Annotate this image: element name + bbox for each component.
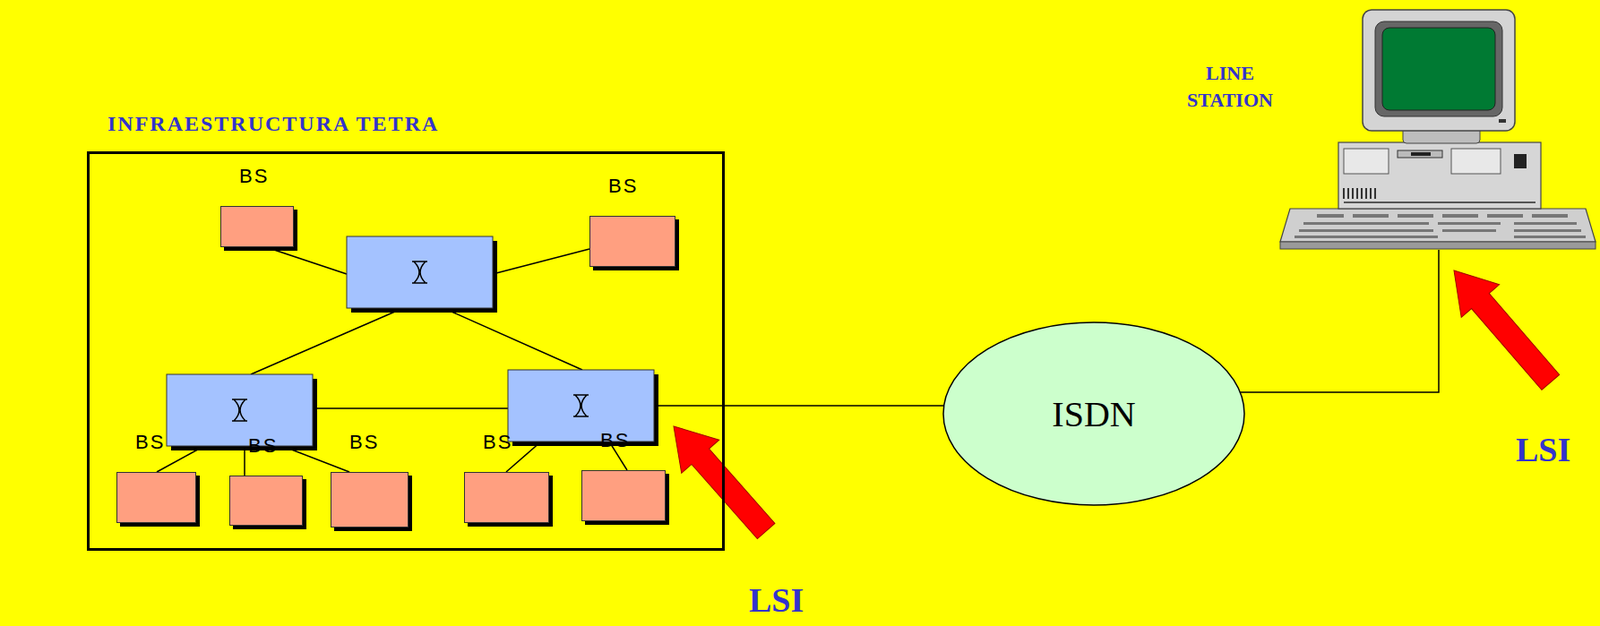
connector-line [724, 404, 945, 407]
interface-label: LSI [1515, 430, 1571, 470]
computer-icon [1280, 9, 1596, 250]
node-heading: INFRAESTRUCTURA TETRA [107, 111, 439, 137]
base-station-box: BS [589, 215, 676, 267]
ellipse-shape [943, 322, 1245, 506]
red-arrows [654, 254, 1570, 549]
node-label: BS [608, 174, 638, 198]
base-station-box: BS [330, 472, 409, 528]
line-station: LINE STATION [1275, 9, 1595, 250]
node-label: BS [482, 430, 513, 455]
node-label: BS [600, 429, 630, 453]
node-label: BS [349, 430, 379, 455]
node-heading: ISDN [1051, 393, 1136, 436]
infrastructure-box: BSBSBSBSBSBSBSINFRAESTRUCTURA TETRA [86, 151, 725, 551]
node-label: BS [248, 434, 278, 458]
node-heading: LINE STATION [1171, 60, 1289, 113]
node-label: BS [239, 164, 269, 189]
base-station-box: BS [581, 470, 666, 522]
node-label: BS [135, 430, 165, 455]
base-station-box: BS [229, 475, 303, 526]
connector-line [1239, 249, 1439, 393]
base-station-box: BS [220, 206, 294, 248]
interface-label: LSI [748, 580, 804, 620]
base-station-box: BS [116, 472, 197, 524]
switch-boxes [166, 236, 659, 451]
base-station-box: BS [464, 472, 550, 524]
switch-symbol [232, 261, 589, 422]
network-ellipse: ISDN [942, 321, 1246, 507]
